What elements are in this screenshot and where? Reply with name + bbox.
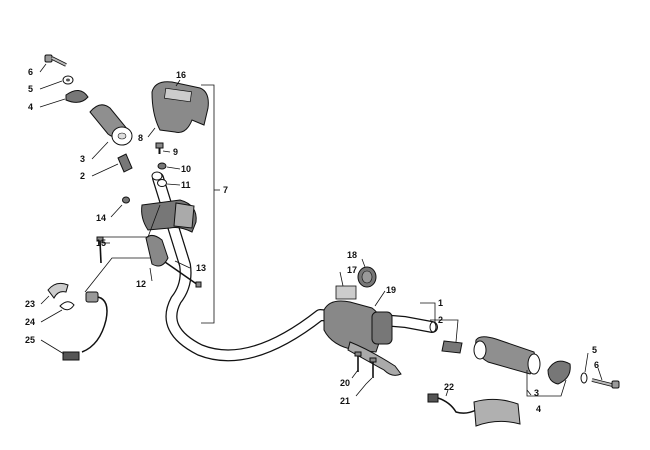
part-throttle-body: [141, 199, 197, 233]
label-11: 11: [181, 180, 191, 190]
part-22-harness: [427, 393, 521, 427]
part-20-bolt: [354, 351, 362, 372]
part-4-end-cap-right: [547, 360, 571, 385]
part-19-brake-master: [323, 300, 402, 376]
part-18-cover: [357, 266, 377, 288]
label-14: 14: [96, 213, 106, 223]
label-9: 9: [173, 147, 178, 157]
label-12: 12: [136, 279, 146, 289]
label-19: 19: [386, 285, 396, 295]
label-3-right: 3: [534, 388, 539, 398]
part-23-boot: [47, 282, 69, 299]
part-4-end-cap-left: [65, 90, 89, 103]
part-9-screw: [155, 142, 164, 154]
label-13: 13: [196, 263, 206, 273]
label-5-right: 5: [592, 345, 597, 355]
part-6-bolt-right: [591, 378, 620, 389]
part-5-washer-left: [62, 75, 74, 85]
label-25: 25: [25, 335, 35, 345]
part-3-grip-left: [89, 104, 133, 146]
label-24: 24: [25, 317, 35, 327]
label-10: 10: [181, 164, 191, 174]
label-15: 15: [96, 238, 106, 248]
label-20: 20: [340, 378, 350, 388]
part-5-washer-right: [580, 372, 588, 384]
part-13-screw: [164, 261, 202, 288]
part-14-nut: [122, 196, 130, 204]
label-1: 1: [438, 298, 443, 308]
part-6-bolt-left: [44, 54, 67, 67]
leader-lines: [39, 63, 603, 397]
label-6-left: 6: [28, 67, 33, 77]
handlebar-tube: [151, 171, 438, 362]
label-2-left: 2: [80, 171, 85, 181]
label-2-right: 2: [438, 315, 443, 325]
label-3-left: 3: [80, 154, 85, 164]
label-4-left: 4: [28, 102, 33, 112]
label-17: 17: [347, 265, 357, 275]
label-4-right: 4: [536, 404, 541, 414]
part-11-washer: [157, 179, 167, 187]
part-25-harness: [62, 291, 108, 361]
part-12-throttle-lever: [145, 234, 169, 267]
label-18: 18: [347, 250, 357, 260]
label-6-right: 6: [594, 360, 599, 370]
part-3-grip-right: [473, 336, 541, 375]
part-2-sleeve-left: [117, 153, 133, 173]
part-15-bolt: [96, 236, 104, 264]
label-21: 21: [340, 396, 350, 406]
label-5-left: 5: [28, 84, 33, 94]
part-10-nut: [157, 162, 167, 170]
label-8: 8: [138, 133, 143, 143]
part-2-sleeve-right: [441, 340, 463, 354]
label-7: 7: [223, 185, 228, 195]
label-16: 16: [176, 70, 186, 80]
part-24-grommet: [59, 301, 75, 311]
part-16-switch-housing: [151, 81, 209, 133]
callout-labels: 6 5 4 3 2 16 8 9 10 11 7 14 15 12 13 23 …: [25, 67, 599, 414]
part-17-decal: [335, 285, 357, 300]
label-22: 22: [444, 382, 454, 392]
part-21-bolt: [369, 357, 377, 378]
label-23: 23: [25, 299, 35, 309]
